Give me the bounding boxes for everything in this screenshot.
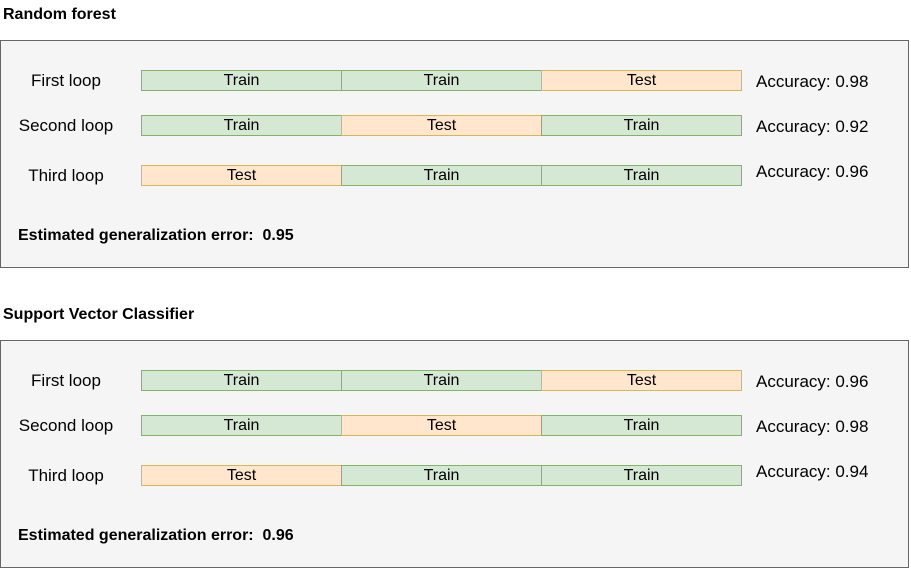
fold-train: Train (341, 70, 542, 91)
fold-bar: Test Train Train (141, 165, 742, 186)
random-forest-panel: First loop Train Train Test Accuracy: 0.… (0, 40, 909, 268)
fold-test: Test (341, 415, 542, 436)
fold-train: Train (341, 465, 542, 486)
fold-test: Test (141, 165, 342, 186)
loop-label: Second loop (18, 116, 114, 135)
loop-label: First loop (31, 71, 101, 90)
fold-train: Train (341, 165, 542, 186)
estimate-label: Estimated generalization error: (18, 227, 254, 244)
fold-train: Train (141, 70, 342, 91)
fold-bar: Train Test Train (141, 415, 742, 436)
estimate-label: Estimated generalization error: (18, 527, 254, 544)
generalization-estimate: Estimated generalization error: 0.96 (18, 527, 294, 545)
fold-bar: Train Train Test (141, 370, 742, 391)
fold-bar: Train Train Test (141, 70, 742, 91)
accuracy-label: Accuracy: 0.92 (756, 117, 869, 136)
fold-test: Test (541, 70, 742, 91)
fold-test: Test (141, 465, 342, 486)
accuracy-label: Accuracy: 0.96 (756, 372, 869, 391)
section-title-random-forest: Random forest (3, 6, 116, 23)
loop-label: Third loop (28, 166, 104, 185)
accuracy-label: Accuracy: 0.98 (756, 417, 869, 436)
fold-train: Train (141, 370, 342, 391)
fold-train: Train (541, 415, 742, 436)
generalization-estimate: Estimated generalization error: 0.95 (18, 227, 294, 245)
fold-test: Test (541, 370, 742, 391)
fold-train: Train (341, 370, 542, 391)
fold-bar: Train Test Train (141, 115, 742, 136)
loop-label: Second loop (18, 416, 114, 435)
fold-test: Test (341, 115, 542, 136)
fold-bar: Test Train Train (141, 465, 742, 486)
fold-train: Train (541, 165, 742, 186)
svc-panel: First loop Train Train Test Accuracy: 0.… (0, 340, 909, 568)
fold-train: Train (141, 415, 342, 436)
loop-label: First loop (31, 371, 101, 390)
fold-train: Train (541, 465, 742, 486)
accuracy-label: Accuracy: 0.94 (756, 462, 869, 481)
estimate-value: 0.95 (262, 227, 294, 244)
fold-train: Train (541, 115, 742, 136)
accuracy-label: Accuracy: 0.98 (756, 72, 869, 91)
fold-train: Train (141, 115, 342, 136)
estimate-value: 0.96 (262, 527, 294, 544)
section-title-svc: Support Vector Classifier (3, 306, 195, 323)
accuracy-label: Accuracy: 0.96 (756, 162, 869, 181)
loop-label: Third loop (28, 466, 104, 485)
